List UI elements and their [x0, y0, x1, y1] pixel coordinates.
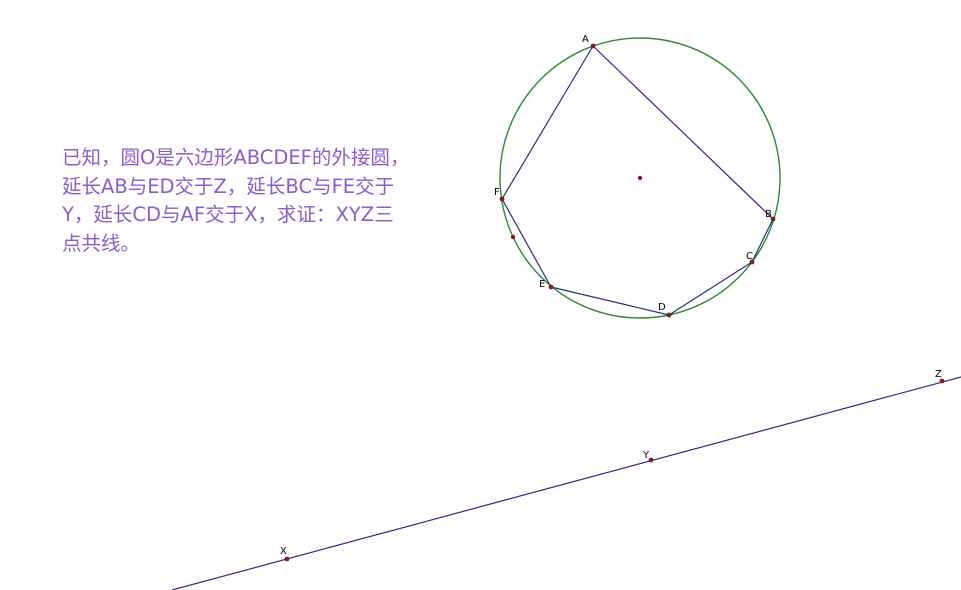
label-f: F: [494, 187, 500, 198]
point-y: [648, 457, 654, 463]
label-c: C: [746, 251, 753, 262]
problem-line-2: 延长AB与ED交于Z，延长BC与FE交于: [62, 174, 395, 198]
point-c: [749, 259, 755, 265]
segment-bc: [751, 218, 774, 263]
point-labels: A B C D E F X Y Z: [280, 34, 942, 557]
label-x: X: [280, 546, 287, 557]
segment-ab: [592, 45, 774, 220]
label-b: B: [765, 209, 772, 220]
segment-ef: [501, 198, 552, 288]
points-group: [284, 43, 945, 562]
problem-line-3: Y，延长CD与AF交于X，求证：XYZ三: [62, 203, 394, 226]
point-z: [939, 378, 945, 384]
center-point-o: [637, 175, 643, 181]
point-a: [590, 43, 596, 49]
problem-statement: 已知，圆O是六边形ABCDEF的外接圆， 延长AB与ED交于Z，延长BC与FE交…: [62, 144, 482, 258]
hexagon-sides: [501, 45, 774, 316]
point-d: [666, 312, 672, 318]
label-e: E: [539, 279, 545, 290]
label-y: Y: [642, 450, 650, 461]
point-f: [499, 196, 505, 202]
label-d: D: [658, 302, 666, 313]
circumcircle: [499, 37, 781, 319]
problem-line-4: 点共线。: [62, 231, 141, 255]
point-x: [284, 556, 290, 562]
point-on-arc-ef: [510, 234, 516, 240]
segment-cd: [668, 261, 753, 316]
problem-line-1: 已知，圆O是六边形ABCDEF的外接圆，: [62, 146, 410, 169]
line-xyz: [171, 376, 961, 590]
segment-fa: [501, 45, 594, 200]
point-e: [548, 284, 554, 290]
segment-de: [550, 286, 670, 316]
point-b: [770, 216, 776, 222]
label-a: A: [582, 34, 589, 45]
label-z: Z: [935, 369, 942, 380]
